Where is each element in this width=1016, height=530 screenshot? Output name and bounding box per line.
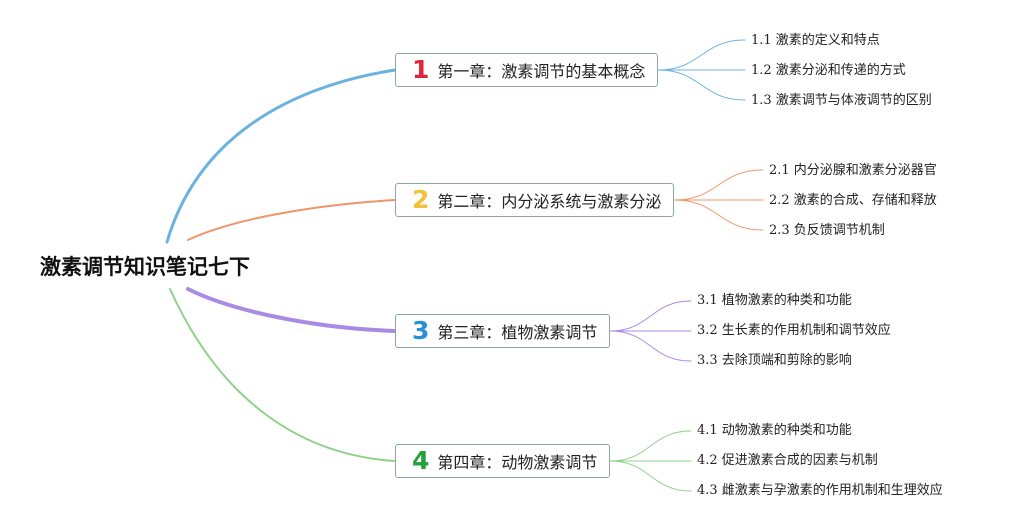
root-topic[interactable]: 激素调节知识笔记七下 <box>40 255 250 279</box>
section-4-1[interactable]: 4.1 动物激素的种类和功能 <box>697 423 852 438</box>
branch-line-1 <box>165 68 397 244</box>
branch-line-3 <box>186 287 397 333</box>
section-link-3-3 <box>609 330 692 362</box>
section-1-3[interactable]: 1.3 激素调节与体液调节的区别 <box>751 93 932 108</box>
section-link-3-1 <box>609 300 692 332</box>
section-link-4-1 <box>609 430 692 462</box>
section-link-2-1 <box>673 169 764 201</box>
chapter-node-2[interactable]: 2 第二章：内分泌系统与激素分泌 <box>395 183 675 217</box>
section-link-1-3 <box>657 69 746 101</box>
section-4-3[interactable]: 4.3 雌激素与孕激素的作用机制和生理效应 <box>697 483 943 498</box>
chapter-node-3[interactable]: 3 第三章：植物激素调节 <box>395 314 611 348</box>
chapter-number-4: 4 <box>412 446 430 475</box>
section-2-3[interactable]: 2.3 负反馈调节机制 <box>769 223 885 238</box>
section-2-2[interactable]: 2.2 激素的合成、存储和释放 <box>769 193 937 208</box>
chapter-number-1: 1 <box>412 55 430 84</box>
section-1-2[interactable]: 1.2 激素分泌和传递的方式 <box>751 63 906 78</box>
chapter-title-1: 第一章：激素调节的基本概念 <box>437 62 646 81</box>
chapter-number-2: 2 <box>412 185 430 214</box>
chapter-node-4[interactable]: 4 第四章：动物激素调节 <box>395 444 611 478</box>
chapter-title-2: 第二章：内分泌系统与激素分泌 <box>437 192 662 211</box>
section-link-2-3 <box>673 199 764 231</box>
chapter-node-1[interactable]: 1 第一章：激素调节的基本概念 <box>395 53 659 87</box>
section-link-4-3 <box>609 460 692 492</box>
section-3-3[interactable]: 3.3 去除顶端和剪除的影响 <box>697 353 852 368</box>
section-3-2[interactable]: 3.2 生长素的作用机制和调节效应 <box>697 323 891 338</box>
chapter-title-3: 第三章：植物激素调节 <box>437 323 598 342</box>
section-4-2[interactable]: 4.2 促进激素合成的因素与机制 <box>697 453 878 468</box>
section-2-1[interactable]: 2.1 内分泌腺和激素分泌器官 <box>769 163 937 178</box>
branch-line-2 <box>187 199 396 241</box>
chapter-title-4: 第四章：动物激素调节 <box>437 453 598 472</box>
section-1-1[interactable]: 1.1 激素的定义和特点 <box>751 33 880 48</box>
section-3-1[interactable]: 3.1 植物激素的种类和功能 <box>697 293 852 308</box>
branch-line-4 <box>169 288 396 462</box>
section-link-1-1 <box>657 39 746 71</box>
chapter-number-3: 3 <box>412 316 430 345</box>
